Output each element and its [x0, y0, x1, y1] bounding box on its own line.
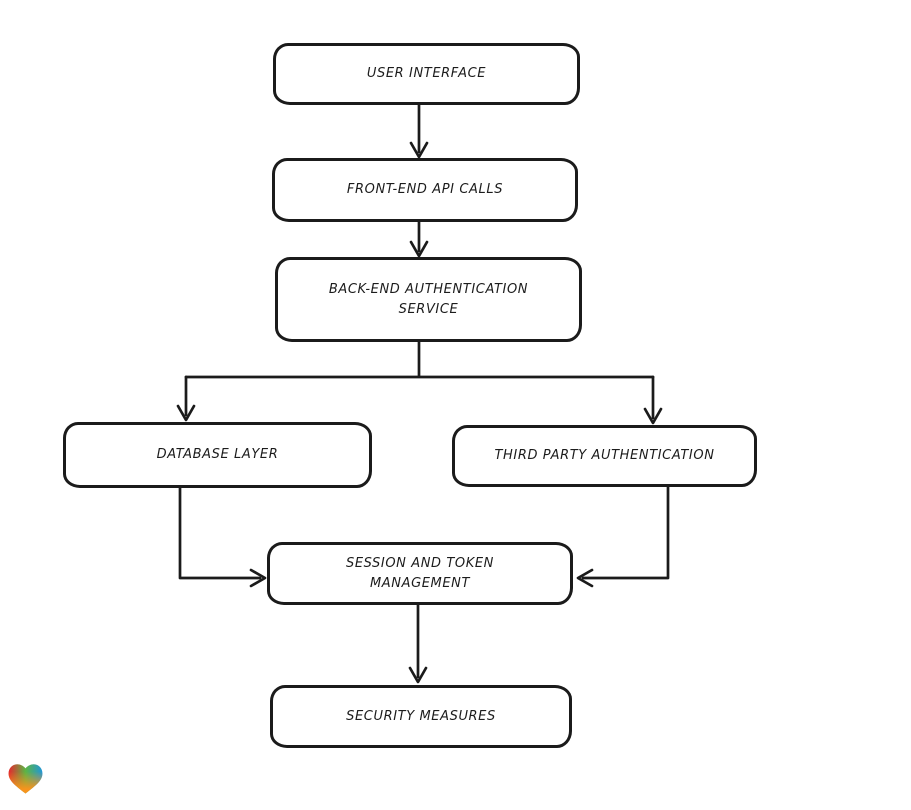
- arrowhead-down-icon: [409, 141, 429, 159]
- heart-shape-overlay: [8, 764, 43, 794]
- node-back-end-authentication-service[interactable]: BACK-END AUTHENTICATION SERVICE: [275, 257, 582, 342]
- node-third-party-authentication[interactable]: THIRD PARTY AUTHENTICATION: [452, 425, 757, 487]
- edge-thirdparty-to-session: [581, 485, 670, 580]
- node-label: SESSION AND TOKEN MANAGEMENT: [345, 556, 495, 591]
- node-label: THIRD PARTY AUTHENTICATION: [494, 448, 715, 464]
- node-label: DATABASE LAYER: [156, 447, 279, 463]
- arrowhead-right-icon: [249, 568, 267, 588]
- edge-database-to-session: [178, 486, 262, 580]
- node-database-layer[interactable]: DATABASE LAYER: [63, 422, 372, 488]
- node-front-end-api-calls[interactable]: FRONT-END API CALLS: [272, 158, 578, 222]
- node-label: USER INTERFACE: [366, 66, 487, 82]
- arrowhead-left-icon: [576, 568, 594, 588]
- node-security-measures[interactable]: SECURITY MEASURES: [270, 685, 572, 748]
- heart-logo-icon[interactable]: [8, 761, 43, 796]
- node-label: BACK-END AUTHENTICATION SERVICE: [328, 282, 529, 317]
- node-label: FRONT-END API CALLS: [346, 182, 504, 198]
- arrowhead-down-icon: [643, 407, 663, 425]
- node-session-and-token-management[interactable]: SESSION AND TOKEN MANAGEMENT: [267, 542, 573, 605]
- arrowhead-down-icon: [408, 666, 428, 684]
- arrowhead-down-icon: [176, 404, 196, 422]
- edge-backend-split: [184, 340, 655, 379]
- node-label: SECURITY MEASURES: [346, 708, 496, 724]
- node-user-interface[interactable]: USER INTERFACE: [273, 43, 580, 105]
- edge-group: [176, 103, 670, 684]
- arrowhead-down-icon: [409, 240, 429, 258]
